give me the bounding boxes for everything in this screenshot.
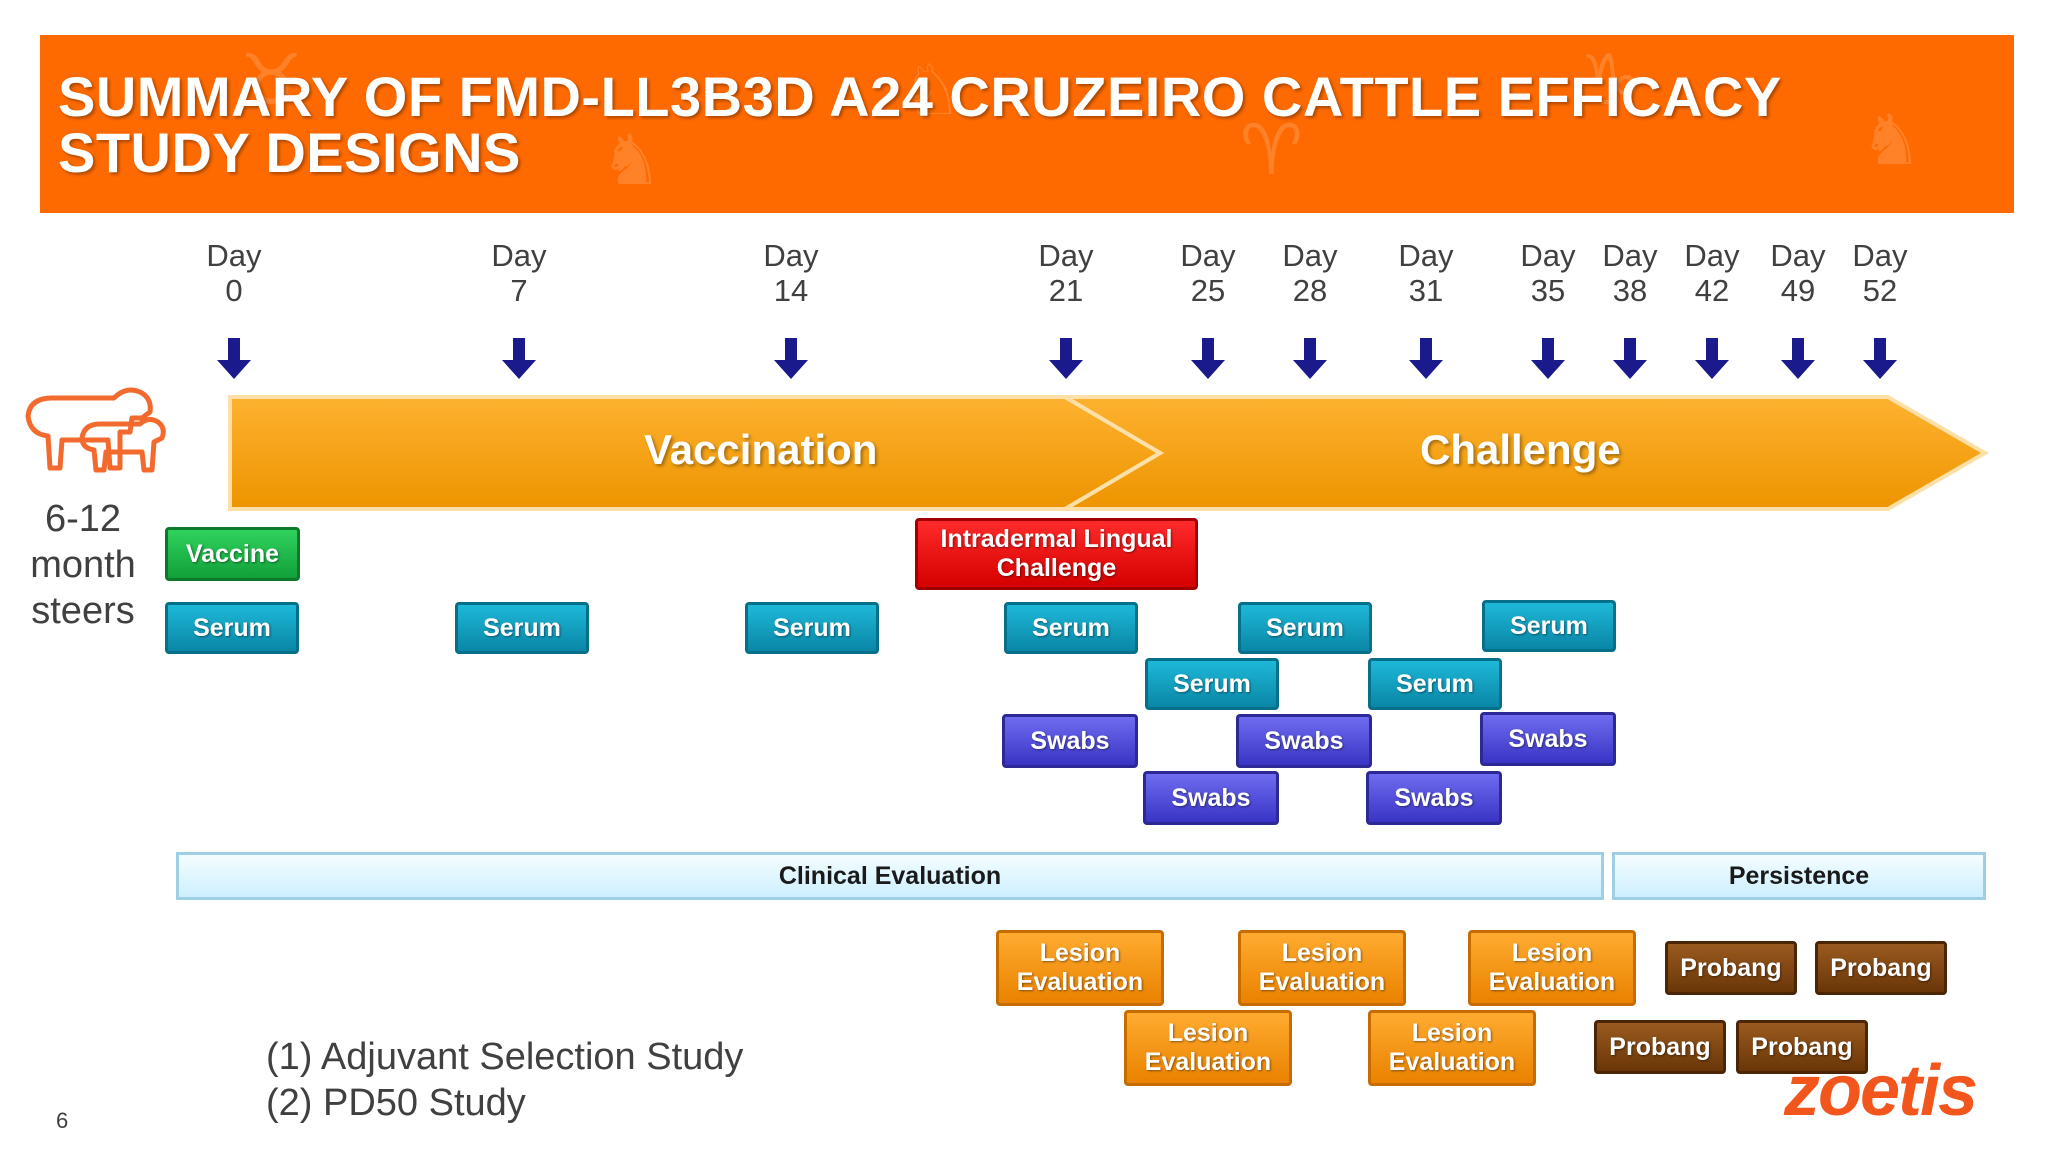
- vaccination-label: Vaccination: [644, 426, 878, 473]
- challenge-box: Intradermal Lingual Challenge: [915, 518, 1198, 590]
- probang-box-day49: Probang: [1736, 1020, 1868, 1074]
- day-label-7: Day 35: [1520, 238, 1576, 308]
- lesion-box-day28: Lesion Evaluation: [1238, 930, 1406, 1006]
- day-label-10: Day 49: [1770, 238, 1826, 308]
- challenge-label: Challenge: [1420, 426, 1621, 473]
- title-banner: ♉ ♞ ♘ ♈ ♑ ♞ SUMMARY OF FMD-LL3B3D A24 CR…: [40, 35, 2014, 213]
- day-label-9: Day 42: [1684, 238, 1740, 308]
- page-number: 6: [56, 1108, 69, 1133]
- day-label-0: Day 0: [206, 238, 262, 308]
- serum-box-day14: Serum: [745, 602, 879, 654]
- down-arrow-icon: [1409, 338, 1443, 379]
- serum-box-day28: Serum: [1238, 602, 1372, 654]
- down-arrow-icon: [217, 338, 251, 379]
- page-title: SUMMARY OF FMD-LL3B3D A24 CRUZEIRO CATTL…: [58, 69, 1782, 181]
- pig-watermark-icon: ♈: [1240, 111, 1303, 189]
- dog-watermark-icon: ♞: [600, 121, 663, 199]
- day-label-6: Day 31: [1398, 238, 1454, 308]
- down-arrow-icon: [1531, 338, 1565, 379]
- zoetis-logo: zoetis: [1784, 1051, 1978, 1131]
- legend-item-1: (1) Adjuvant Selection Study: [266, 1036, 744, 1078]
- lesion-box-day35: Lesion Evaluation: [1468, 930, 1636, 1006]
- horse-watermark-icon: ♘: [900, 51, 963, 129]
- day-label-1: Day 7: [491, 238, 547, 308]
- serum-box-day35: Serum: [1482, 600, 1616, 652]
- probang-box-day38: Probang: [1594, 1020, 1726, 1074]
- cat-watermark-icon: ♞: [1860, 101, 1923, 179]
- serum-box-day0: Serum: [165, 602, 299, 654]
- clinical-evaluation-bar: Clinical Evaluation: [176, 852, 1604, 900]
- day-label-11: Day 52: [1852, 238, 1908, 308]
- cattle-icon: [25, 387, 166, 473]
- serum-box-day25: Serum: [1145, 658, 1279, 710]
- goat-watermark-icon: ♑: [1580, 41, 1643, 119]
- down-arrow-icon: [1191, 338, 1225, 379]
- lesion-box-day31: Lesion Evaluation: [1368, 1010, 1536, 1086]
- swabs-box-day25: Swabs: [1143, 771, 1279, 825]
- swabs-box-day35: Swabs: [1480, 712, 1616, 766]
- day-label-8: Day 38: [1602, 238, 1658, 308]
- study-legend: (1) Adjuvant Selection Study (2) PD50 St…: [266, 1034, 743, 1126]
- serum-box-day21: Serum: [1004, 602, 1138, 654]
- swabs-box-day31: Swabs: [1366, 771, 1502, 825]
- down-arrow-icon: [774, 338, 808, 379]
- down-arrow-icon: [1049, 338, 1083, 379]
- day-label-4: Day 25: [1180, 238, 1236, 308]
- day-label-2: Day 14: [763, 238, 819, 308]
- legend-item-2: (2) PD50 Study: [266, 1082, 526, 1124]
- probang-box-day42: Probang: [1665, 941, 1797, 995]
- title-line-1: SUMMARY OF FMD-LL3B3D A24 CRUZEIRO CATTL…: [58, 65, 1782, 128]
- swabs-box-day28: Swabs: [1236, 714, 1372, 768]
- lesion-box-day21: Lesion Evaluation: [996, 930, 1164, 1006]
- vaccine-box: Vaccine: [165, 527, 300, 581]
- probang-box-day52: Probang: [1815, 941, 1947, 995]
- swabs-box-day21: Swabs: [1002, 714, 1138, 768]
- serum-box-day7: Serum: [455, 602, 589, 654]
- down-arrow-icon: [1613, 338, 1647, 379]
- day-label-3: Day 21: [1038, 238, 1094, 308]
- down-arrow-icon: [1863, 338, 1897, 379]
- down-arrow-icon: [502, 338, 536, 379]
- down-arrow-icon: [1293, 338, 1327, 379]
- cow-watermark-icon: ♉: [240, 41, 303, 119]
- lesion-box-day25: Lesion Evaluation: [1124, 1010, 1292, 1086]
- subject-label: 6-12 month steers: [30, 498, 136, 632]
- vaccination-phase-arrow: [228, 395, 1164, 511]
- serum-box-day31: Serum: [1368, 658, 1502, 710]
- down-arrow-icon: [1695, 338, 1729, 379]
- persistence-bar: Persistence: [1612, 852, 1986, 900]
- title-line-2: STUDY DESIGNS: [58, 121, 521, 184]
- day-label-5: Day 28: [1282, 238, 1338, 308]
- down-arrow-icon: [1781, 338, 1815, 379]
